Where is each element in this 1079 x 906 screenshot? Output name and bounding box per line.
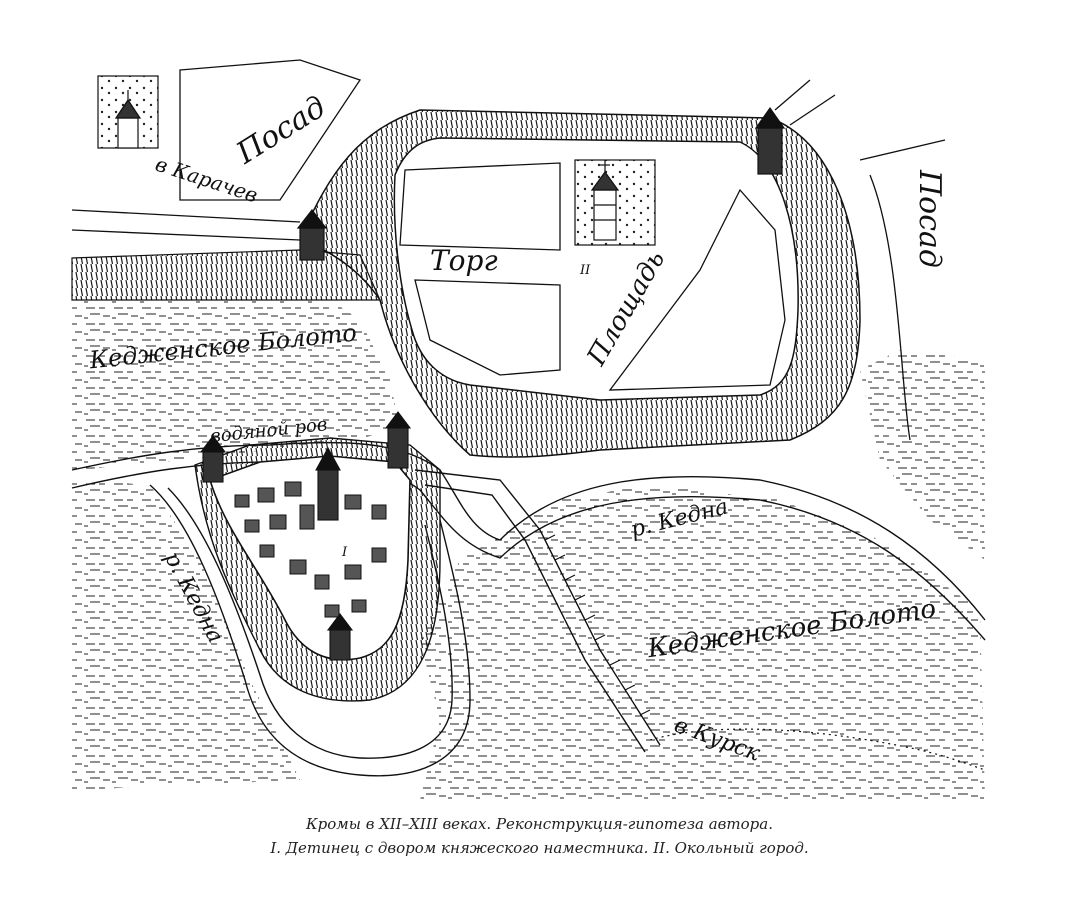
label-posad-right: Посад <box>912 169 947 268</box>
tower-detinets-west-icon <box>199 435 227 483</box>
karachev-road <box>71 209 301 241</box>
bridge-causeway <box>414 469 661 753</box>
torg-block-upper <box>399 162 561 251</box>
swamp-left-area <box>72 480 300 790</box>
label-roman-one: I <box>341 545 348 560</box>
north-east-road <box>774 79 836 126</box>
river-kedna <box>71 441 986 621</box>
posad-church-icon <box>114 90 142 149</box>
river-kedna-west-channel <box>149 484 471 777</box>
tower-detinets-east-icon <box>384 411 412 469</box>
kursk-road-dotted <box>649 728 986 771</box>
church-icon <box>590 160 620 241</box>
swamp-upper-area <box>72 300 400 470</box>
swamp-right-area <box>860 350 985 560</box>
ravine-bank <box>71 249 381 301</box>
caption-line-1: Кромы в XII–XIII веках. Реконструкция-ги… <box>306 815 773 833</box>
label-torg: Торг <box>430 244 498 277</box>
figure-caption: Кромы в XII–XIII веках. Реконструкция-ги… <box>0 812 1079 860</box>
posad-left-block <box>179 59 362 201</box>
bridge-deck-hatch <box>544 534 651 716</box>
east-posad-edge <box>859 139 946 441</box>
map-drawing: Посад Посад в Карачев Торг II Площадь Ке… <box>71 59 986 800</box>
label-roman-two: II <box>579 263 591 278</box>
tower-detinets-south-icon <box>326 613 354 661</box>
detinets-church-icon <box>315 446 341 521</box>
detinets-buildings <box>234 481 387 618</box>
tower-northeast-icon <box>754 106 786 175</box>
caption-line-2: I. Детинец с двором княжеского наместник… <box>270 839 809 857</box>
torg-block-lower <box>414 279 561 376</box>
river-kedna-west-bank <box>167 487 453 759</box>
swamp-lower-area <box>420 485 985 800</box>
ploshchad-block <box>608 188 786 391</box>
tower-west-gate-icon <box>296 209 328 261</box>
